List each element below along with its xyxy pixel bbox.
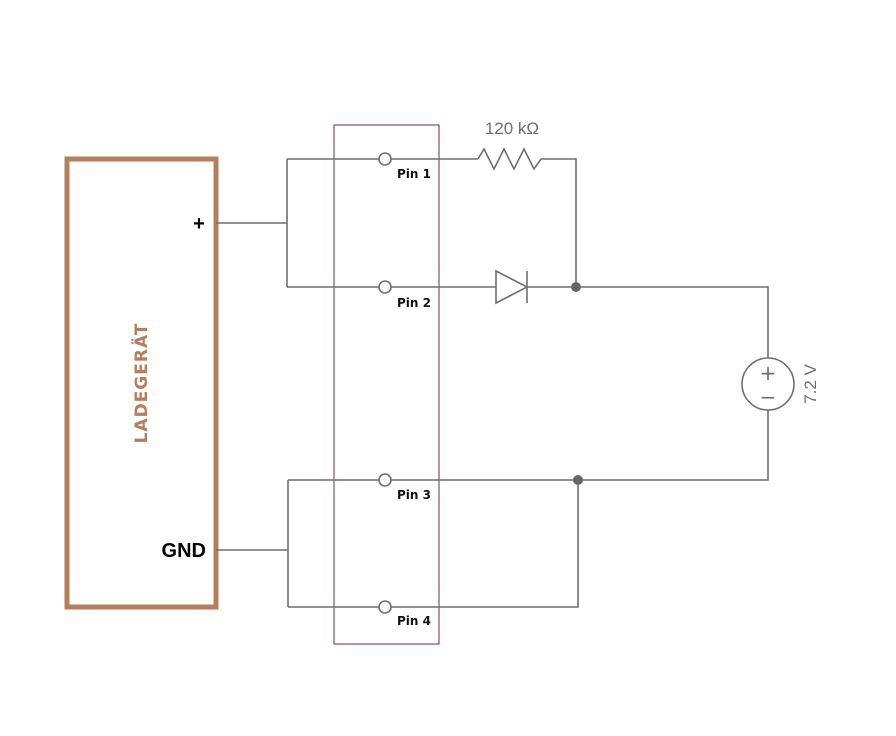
plus-terminal-label: + (193, 213, 205, 235)
source-minus-symbol: − (760, 385, 777, 409)
pin-2-terminal (378, 280, 392, 294)
pin-1-label: Pin 1 (397, 167, 431, 181)
source-voltage-label: 7.2 V (801, 363, 820, 403)
resistor-value-label: 120 kΩ (485, 119, 539, 138)
junction-node-bottom (573, 475, 583, 485)
wire-node-to-pin4 (391, 480, 579, 608)
wire-diode-to-source (527, 286, 769, 361)
gnd-terminal-label: GND (162, 540, 206, 562)
diode-symbol (495, 269, 529, 305)
pin-1-terminal (378, 152, 392, 166)
pin-2-label: Pin 2 (397, 296, 431, 310)
charger-block (64, 156, 219, 610)
wire-resistor-to-node (541, 158, 577, 287)
charger-label: LADEGERÄT (130, 323, 152, 444)
pin-3-terminal (378, 473, 392, 487)
connector-box (333, 124, 440, 645)
pin-3-label: Pin 3 (397, 488, 431, 502)
junction-node-top (571, 282, 581, 292)
resistor-symbol (477, 147, 542, 171)
wire-source-to-pin3 (391, 410, 769, 481)
source-plus-symbol: + (760, 361, 777, 385)
pin-4-terminal (378, 600, 392, 614)
pin-4-label: Pin 4 (397, 614, 431, 628)
